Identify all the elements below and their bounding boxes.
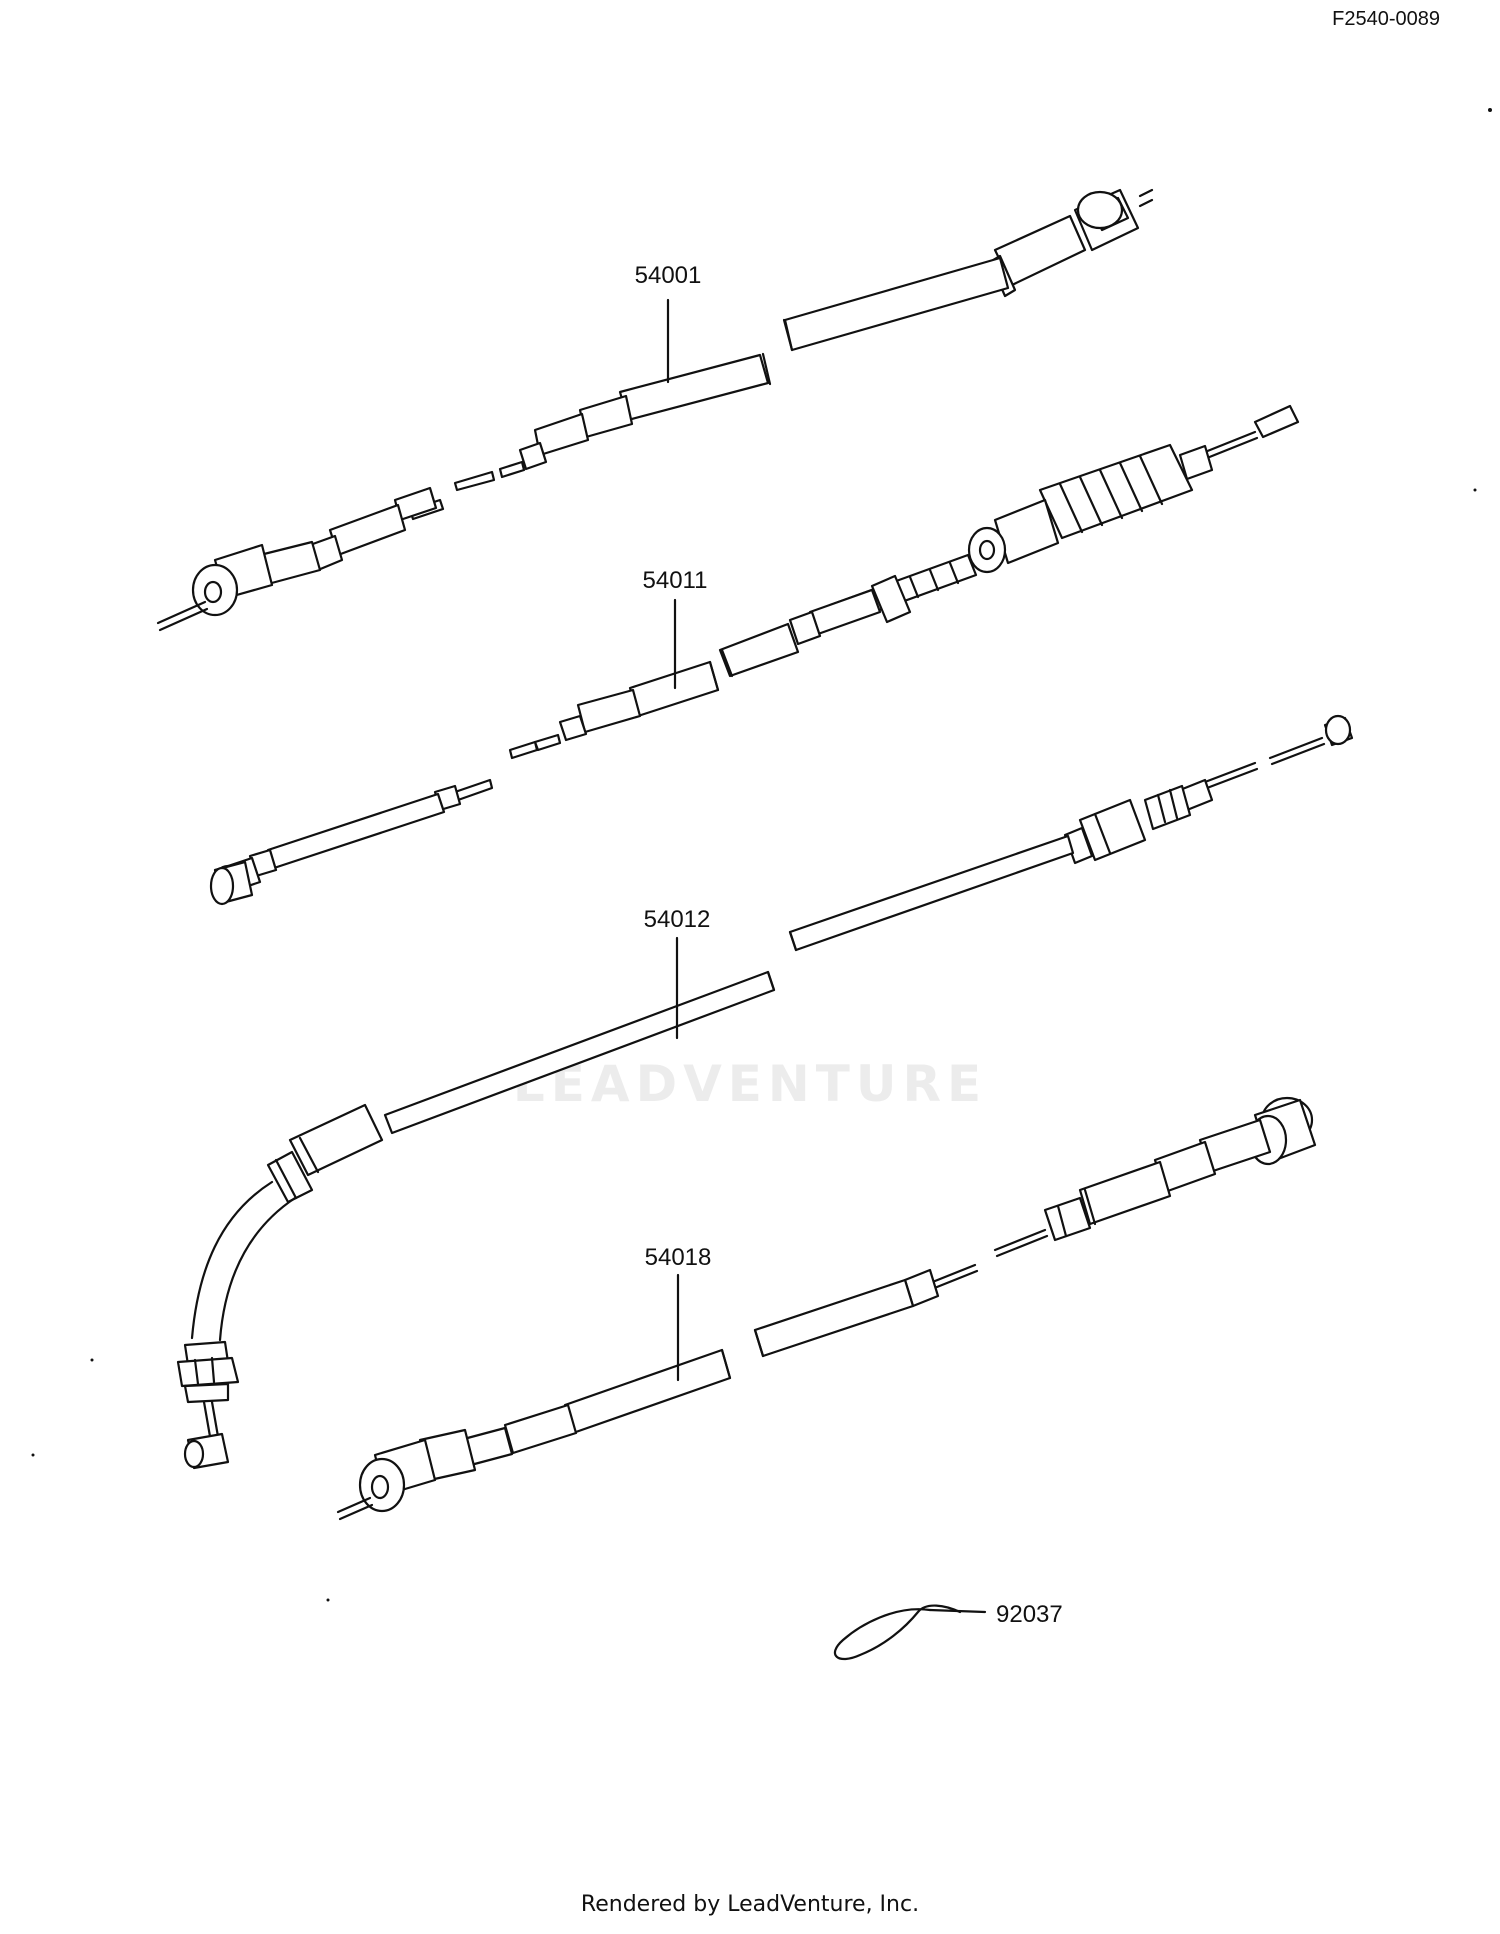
cable-54018-lower-sheath <box>563 1348 732 1435</box>
cable-54018-right-fitting <box>993 1096 1317 1258</box>
clip-92037[interactable] <box>834 1604 987 1661</box>
cable-54011-right-fitting <box>788 404 1300 646</box>
cable-54011-upper-sheath <box>718 622 800 678</box>
callout-54018: 54018 <box>645 1244 712 1382</box>
cable-54012-right-fitting <box>1063 714 1354 865</box>
cable-54012-upper-rod <box>788 834 1075 952</box>
cable-54001-right-fitting <box>988 188 1154 298</box>
cable-54012[interactable] <box>176 714 1354 1470</box>
diagram-code: F2540-0089 <box>1332 8 1440 30</box>
cable-54001-upper-sheath <box>783 256 1010 352</box>
scan-dot <box>1488 108 1492 112</box>
part-number-54001: 54001 <box>635 262 702 289</box>
scan-dot <box>1473 488 1477 492</box>
scan-dot <box>326 1598 330 1602</box>
scan-dot <box>31 1453 35 1457</box>
part-number-54018: 54018 <box>645 1244 712 1271</box>
footer-credit: Rendered by LeadVenture, Inc. <box>580 1892 920 1917</box>
cable-54001-lower-sheath <box>618 353 770 422</box>
cable-54018[interactable] <box>336 1096 1317 1521</box>
callout-54001: 54001 <box>635 262 702 384</box>
watermark-text: LEADVENTURE <box>512 1055 988 1113</box>
part-number-92037: 92037 <box>996 1601 1063 1628</box>
callout-54012: 54012 <box>644 906 711 1040</box>
cable-54001[interactable] <box>156 188 1154 632</box>
cable-54012-lower-rod <box>383 970 776 1135</box>
part-number-54011: 54011 <box>643 567 708 594</box>
part-number-54012: 54012 <box>644 906 711 933</box>
callout-54011: 54011 <box>643 567 708 690</box>
cable-54018-upper-sheath <box>753 1278 915 1358</box>
scan-dot <box>90 1358 94 1362</box>
cable-54011[interactable] <box>209 404 1300 906</box>
callout-92037: 92037 <box>996 1601 1063 1628</box>
